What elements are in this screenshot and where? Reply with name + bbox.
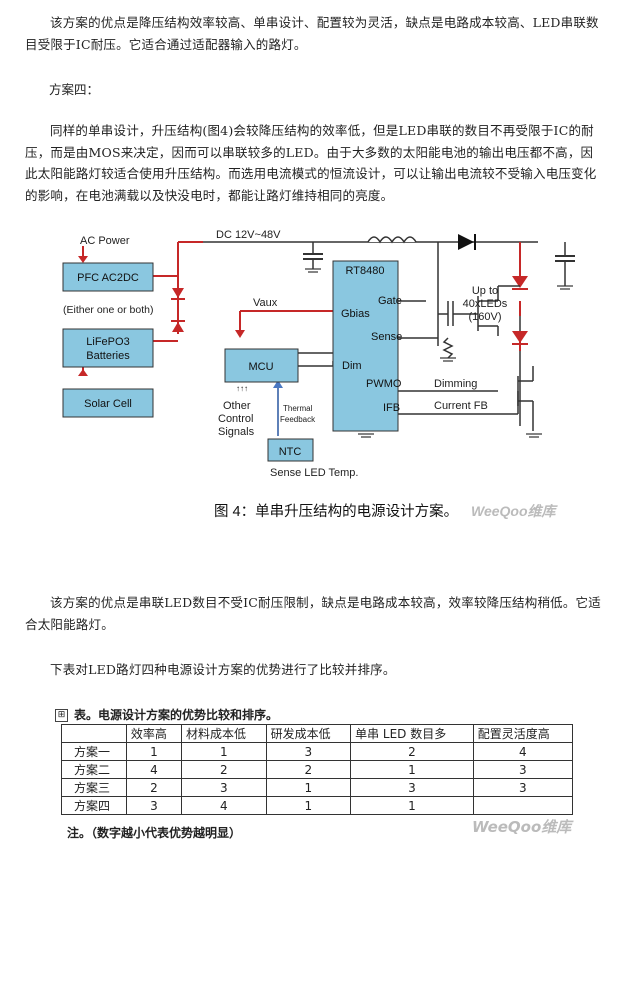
pin-sense: Sense	[371, 331, 402, 343]
table-intro: 下表对LED路灯四种电源设计方案的优势进行了比较并排序。	[50, 662, 396, 677]
table-header-cell	[61, 724, 127, 743]
table-cell: 3	[125, 796, 183, 815]
pin-pwmo: PWMO	[366, 378, 402, 390]
table-cell: 2	[181, 760, 267, 779]
chip-label: RT8480	[346, 265, 385, 277]
table-cell: 3	[472, 778, 574, 797]
table-expand-icon[interactable]: ⊞	[55, 709, 68, 722]
table-header-cell: 单串 LED 数目多	[350, 724, 474, 743]
table-header-cell: 配置灵活度高	[472, 724, 574, 743]
other-label-1: Other	[223, 400, 251, 412]
table-cell: 方案二	[61, 760, 127, 779]
table-cell: 1	[350, 796, 474, 815]
comparison-table-block: ⊞ 表。电源设计方案的优势比较和排序。 效率高材料成本低研发成本低单串 LED 数…	[55, 706, 585, 840]
table-cell: 4	[181, 796, 267, 815]
table-cell: 3	[472, 760, 574, 779]
table-cell: 方案一	[61, 742, 127, 761]
table-cell: 3	[350, 778, 474, 797]
table-header-cell: 材料成本低	[181, 724, 267, 743]
table-cell: 2	[350, 742, 474, 761]
table-cell: 4	[125, 760, 183, 779]
pfc-label: PFC AC2DC	[77, 272, 139, 284]
scheme4-heading: 方案四：	[49, 82, 100, 97]
table-cell: 1	[350, 760, 474, 779]
mcu-label: MCU	[248, 361, 273, 373]
up-to-label-3: (160V)	[468, 311, 501, 323]
sense-led-temp-label: Sense LED Temp.	[270, 467, 358, 479]
table-cell: 3	[181, 778, 267, 797]
pin-gbias: Gbias	[341, 308, 370, 320]
boost-circuit-figure: AC Power DC 12V~48V PFC AC2DC (Either on…	[58, 226, 598, 520]
table-cell: 2	[265, 760, 352, 779]
table-header-cell: 效率高	[125, 724, 183, 743]
table-cell: 方案三	[61, 778, 127, 797]
table-cell: 2	[125, 778, 183, 797]
table-watermark: WeeQoo维库	[472, 818, 572, 836]
table-cell	[472, 796, 574, 815]
table-cell: 3	[265, 742, 352, 761]
vaux-label: Vaux	[253, 297, 278, 309]
table-cell: 1	[181, 742, 267, 761]
thermal-label-2: Feedback	[280, 415, 316, 424]
ac-power-label: AC Power	[80, 235, 130, 247]
table-note: 注。（数字越小代表优势越明显）	[67, 826, 242, 840]
scheme4-paragraph: 同样的单串设计，升压结构(图4)会较降压结构的效率低，但是LED串联的数目不再受…	[25, 123, 597, 203]
pin-gate: Gate	[378, 295, 402, 307]
solar-cell-label: Solar Cell	[84, 398, 132, 410]
figure-watermark: WeeQoo维库	[471, 503, 559, 519]
up-to-label-2: 40xLEDs	[463, 298, 508, 310]
other-label-2: Control	[218, 413, 253, 425]
table-cell: 1	[265, 778, 352, 797]
dimming-label: Dimming	[434, 378, 477, 390]
lifepo3-label-2: Batteries	[86, 350, 130, 362]
table-cell: 1	[125, 742, 183, 761]
thermal-label-1: Thermal	[283, 404, 313, 413]
current-fb-label: Current FB	[434, 400, 488, 412]
table-cell: 4	[472, 742, 574, 761]
svg-text:↑↑↑: ↑↑↑	[236, 384, 248, 393]
table-header-row: 效率高材料成本低研发成本低单串 LED 数目多配置灵活度高	[61, 724, 574, 743]
table-cell: 1	[265, 796, 352, 815]
ntc-label: NTC	[279, 446, 302, 458]
intro-paragraph: 该方案的优点是降压结构效率较高、单串设计、配置较为灵活，缺点是电路成本较高、LE…	[25, 15, 599, 52]
table-title-row: ⊞ 表。电源设计方案的优势比较和排序。	[55, 706, 585, 724]
up-to-label-1: Up to	[472, 285, 498, 297]
pin-dim: Dim	[342, 360, 362, 372]
either-label: (Either one or both)	[63, 304, 153, 316]
lifepo3-label-1: LiFePO3	[86, 336, 129, 348]
other-label-3: Signals	[218, 426, 255, 438]
after-figure-paragraph: 该方案的优点是串联LED数目不受IC耐压限制，缺点是电路成本较高，效率较降压结构…	[25, 595, 601, 632]
dc-range-label: DC 12V~48V	[216, 229, 281, 241]
table-header-cell: 研发成本低	[265, 724, 352, 743]
pin-ifb: IFB	[383, 402, 400, 414]
figure-caption: 图 4：单串升压结构的电源设计方案。	[214, 502, 458, 520]
table-cell: 方案四	[61, 796, 127, 815]
table-title: 表。电源设计方案的优势比较和排序。	[74, 708, 279, 722]
